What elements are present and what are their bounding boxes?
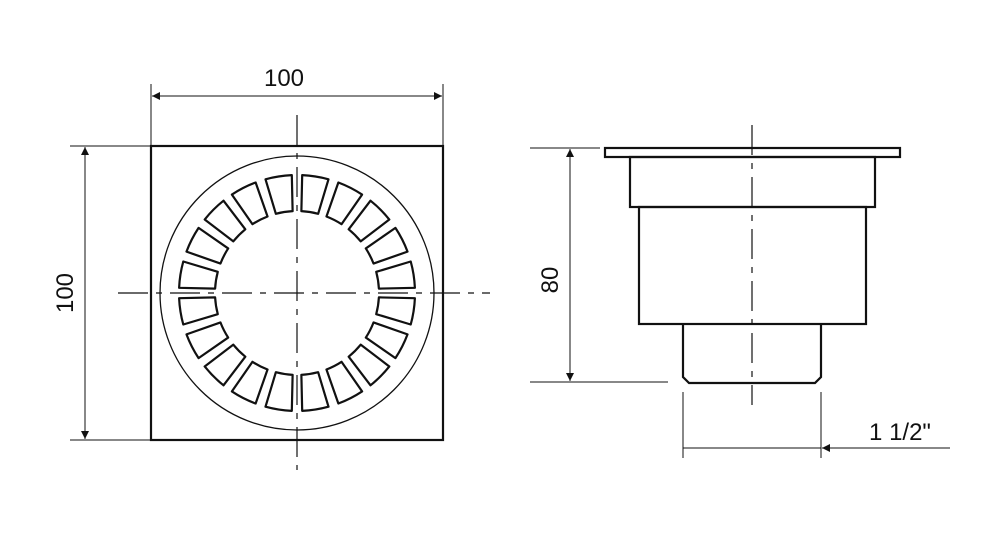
side-view	[530, 125, 950, 458]
grate-slot	[185, 226, 230, 265]
grate-slot	[230, 360, 269, 405]
grate-slot	[203, 343, 247, 387]
grate-slot	[375, 260, 416, 290]
grate-slot	[364, 321, 409, 360]
height-dimension-label: 100	[52, 273, 79, 313]
grate-slot	[347, 199, 391, 243]
width-dimension-label: 100	[264, 65, 304, 92]
grate-slot	[375, 296, 416, 326]
grate-slot	[178, 260, 219, 290]
grate-slot	[364, 226, 409, 265]
grate-slot	[264, 174, 294, 215]
grate-slot	[325, 181, 364, 226]
grate-slot	[325, 360, 364, 405]
grate-slot	[230, 181, 269, 226]
top-view	[70, 84, 490, 470]
grate-slot	[178, 296, 219, 326]
grate-slot	[203, 199, 247, 243]
grate-slot	[185, 321, 230, 360]
grate-slots	[178, 174, 416, 412]
grate-slot	[300, 174, 330, 215]
side-height-label: 80	[537, 267, 564, 294]
grate-slot	[300, 371, 330, 412]
outlet-size-label: 1 1/2"	[869, 419, 931, 446]
grate-slot	[347, 343, 391, 387]
grate-slot	[264, 371, 294, 412]
outlet-spigot	[681, 324, 823, 385]
